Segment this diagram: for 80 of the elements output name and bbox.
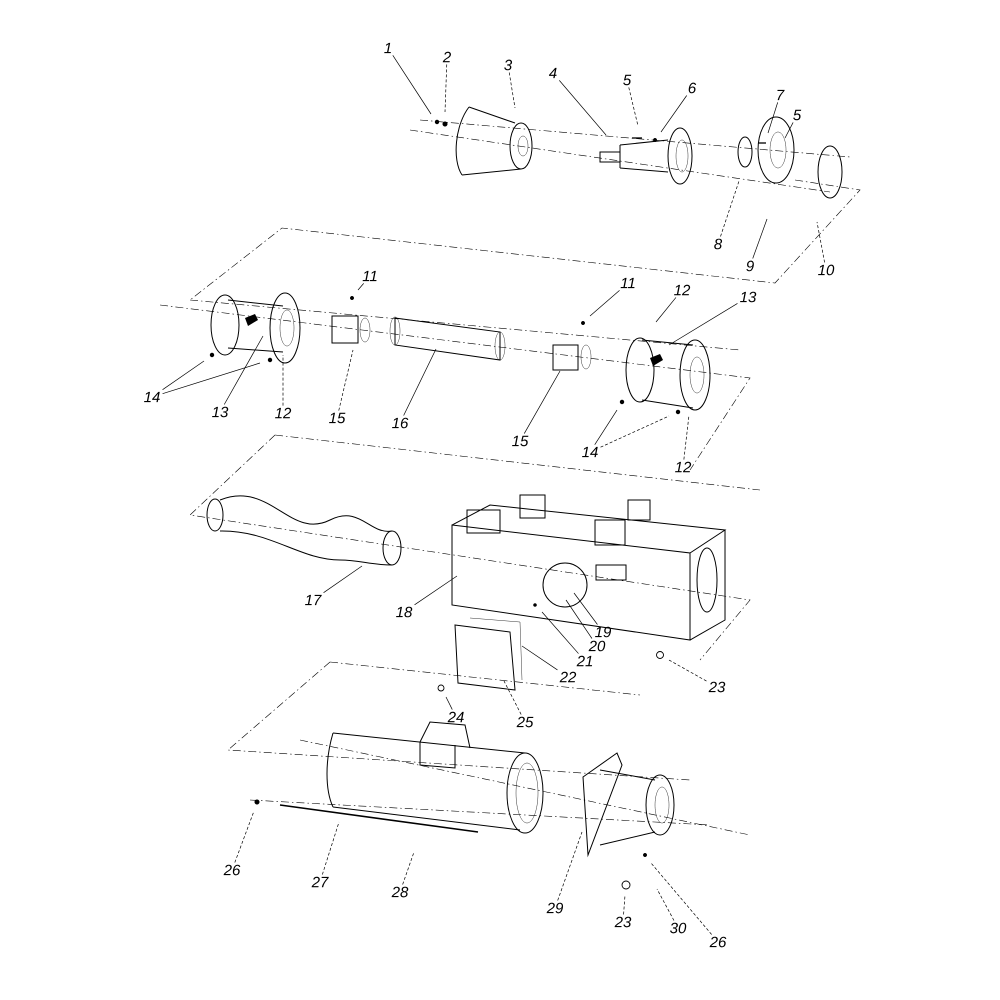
callout-number: 30 bbox=[670, 922, 686, 934]
callout-number: 13 bbox=[740, 292, 756, 302]
leader-line bbox=[816, 222, 825, 263]
callout-number: 10 bbox=[818, 264, 834, 276]
callout-number: 8 bbox=[714, 238, 722, 250]
callout-number: 24 bbox=[448, 712, 464, 722]
callout-number: 26 bbox=[710, 936, 726, 948]
callout-number: 19 bbox=[595, 626, 612, 638]
callout-number: 17 bbox=[305, 594, 322, 606]
leader-line bbox=[524, 370, 560, 434]
leader-line bbox=[542, 612, 579, 654]
leader-line bbox=[234, 810, 254, 863]
callout-number: 7 bbox=[777, 90, 785, 100]
leader-line bbox=[338, 350, 354, 411]
callout-number: 12 bbox=[675, 462, 692, 472]
leader-line bbox=[402, 852, 414, 885]
leader-line bbox=[590, 290, 620, 316]
leader-line bbox=[720, 180, 740, 237]
leader-line bbox=[574, 592, 598, 625]
callout-number: 5 bbox=[623, 74, 632, 86]
callout-number: 6 bbox=[688, 82, 696, 94]
leader-line bbox=[557, 832, 582, 901]
leader-line bbox=[668, 660, 707, 682]
leader-line bbox=[446, 696, 453, 710]
leader-line bbox=[768, 102, 778, 134]
callout-number: 13 bbox=[212, 406, 228, 418]
leader-line bbox=[224, 336, 264, 405]
callout-number: 3 bbox=[504, 60, 512, 70]
callout-number: 14 bbox=[582, 446, 598, 458]
callout-number: 12 bbox=[275, 408, 292, 418]
callout-number: 23 bbox=[708, 682, 726, 692]
leader-line bbox=[650, 862, 712, 935]
callout-number: 18 bbox=[396, 606, 412, 618]
callout-number: 2 bbox=[442, 52, 451, 62]
leader-line bbox=[660, 95, 688, 132]
callout-number: 4 bbox=[548, 68, 557, 78]
leader-line bbox=[558, 80, 606, 136]
leader-line bbox=[684, 414, 690, 460]
callout-number: 22 bbox=[560, 672, 576, 682]
callout-number: 16 bbox=[392, 418, 408, 428]
leader-line bbox=[600, 416, 670, 448]
leader-line bbox=[403, 348, 436, 416]
callout-number: 28 bbox=[392, 886, 408, 898]
callout-number: 14 bbox=[144, 392, 160, 402]
leader-line bbox=[444, 64, 448, 112]
leader-line bbox=[784, 122, 794, 138]
leader-line bbox=[322, 822, 340, 875]
leader-line bbox=[414, 576, 458, 606]
leader-line bbox=[508, 72, 516, 108]
callout-number: 9 bbox=[746, 260, 754, 272]
leader-line bbox=[566, 600, 592, 639]
callout-number: 15 bbox=[512, 436, 528, 446]
leader-line bbox=[323, 566, 362, 594]
leader-line bbox=[623, 894, 626, 915]
leader-line bbox=[504, 680, 522, 715]
callout-number: 11 bbox=[362, 270, 377, 282]
leader-line bbox=[522, 646, 558, 670]
leader-line bbox=[282, 354, 284, 406]
leader-line bbox=[628, 87, 638, 126]
callout-number: 11 bbox=[620, 278, 635, 288]
callout-number: 21 bbox=[576, 656, 592, 666]
leader-line bbox=[656, 888, 674, 921]
callout-number: 23 bbox=[614, 916, 632, 928]
leader-line bbox=[668, 303, 738, 346]
leader-line bbox=[594, 410, 618, 445]
callout-number: 12 bbox=[674, 284, 690, 296]
callout-number: 26 bbox=[224, 864, 240, 876]
leader-line bbox=[358, 283, 364, 290]
callout-number: 1 bbox=[384, 42, 391, 54]
callout-number: 5 bbox=[793, 110, 802, 120]
leader-line bbox=[392, 55, 432, 114]
callout-number: 27 bbox=[312, 876, 329, 888]
leader-line bbox=[752, 218, 768, 259]
callout-number: 25 bbox=[516, 716, 534, 728]
callout-number: 29 bbox=[546, 902, 564, 914]
leader-line bbox=[162, 360, 204, 390]
leader-line bbox=[162, 362, 260, 394]
leader-line bbox=[656, 297, 676, 322]
callout-number: 15 bbox=[329, 412, 346, 424]
callout-number: 20 bbox=[588, 640, 606, 652]
